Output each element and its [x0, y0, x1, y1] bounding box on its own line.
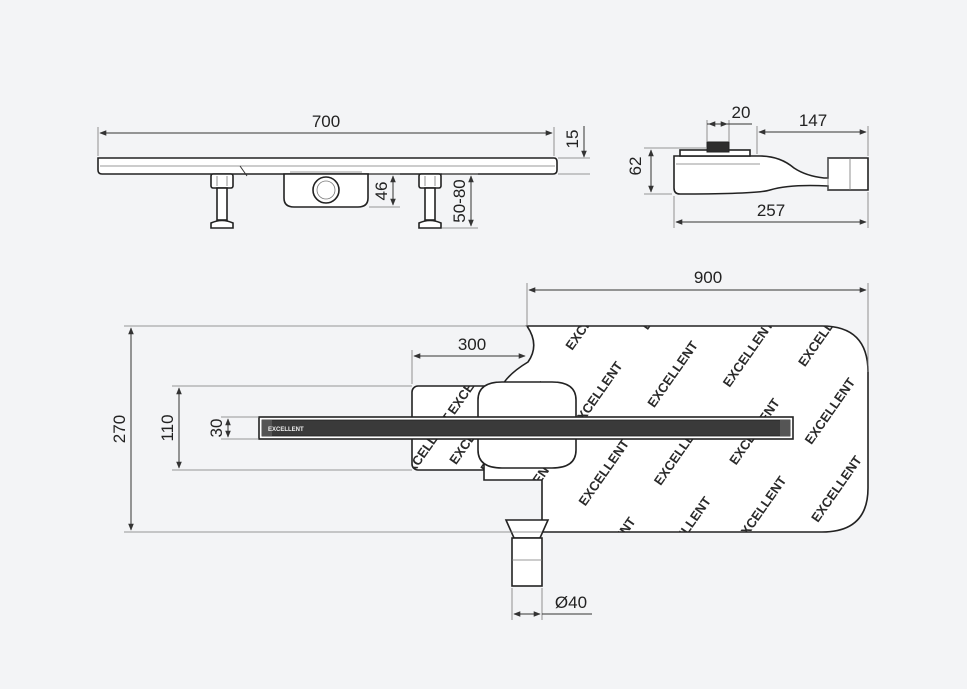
svg-text:EXCELLENT: EXCELLENT — [664, 572, 721, 644]
svg-text:EXCELLENT: EXCELLENT — [670, 649, 727, 689]
dim-channel-height: 30 — [207, 419, 226, 438]
svg-text:EXCELLENT: EXCELLENT — [788, 219, 845, 291]
dim-top-thickness: 15 — [563, 130, 582, 149]
dim-membrane-height: 270 — [110, 415, 129, 443]
dim-side-outlet: 147 — [799, 111, 827, 130]
svg-text:EXCELLENT: EXCELLENT — [870, 277, 927, 349]
dim-flange-height: 110 — [158, 414, 177, 441]
outlet-funnel — [504, 519, 550, 539]
front-view: 700 15 46 50-80 — [97, 112, 590, 229]
plan-view: EXCELLENT EXCELLENT EXCELLENT EXCELLENT … — [110, 219, 934, 689]
dim-flange-width: 300 — [458, 335, 486, 354]
dim-top-length: 700 — [312, 112, 340, 131]
svg-text:EXCELLENT: EXCELLENT — [425, 477, 482, 549]
svg-text:EXCELLENT: EXCELLENT — [739, 551, 796, 623]
channel-logo: EXCELLENT — [268, 427, 304, 433]
dim-outlet-diameter: Ø40 — [555, 593, 587, 612]
dim-membrane-width: 900 — [694, 268, 722, 287]
dim-side-height: 62 — [626, 157, 645, 176]
svg-text:EXCELLENT: EXCELLENT — [638, 260, 695, 332]
dim-side-width: 20 — [732, 103, 751, 122]
dim-leg-height: 50-80 — [450, 179, 469, 222]
dim-outlet-height: 46 — [372, 182, 391, 201]
svg-text:EXCELLENT: EXCELLENT — [877, 355, 934, 427]
left-leg — [210, 165, 248, 229]
svg-text:EXCELLENT: EXCELLENT — [589, 592, 646, 664]
outlet-pipe — [511, 537, 543, 587]
dim-side-length: 257 — [757, 201, 785, 220]
side-view: 20 147 62 257 — [626, 103, 869, 228]
right-leg — [418, 173, 442, 229]
